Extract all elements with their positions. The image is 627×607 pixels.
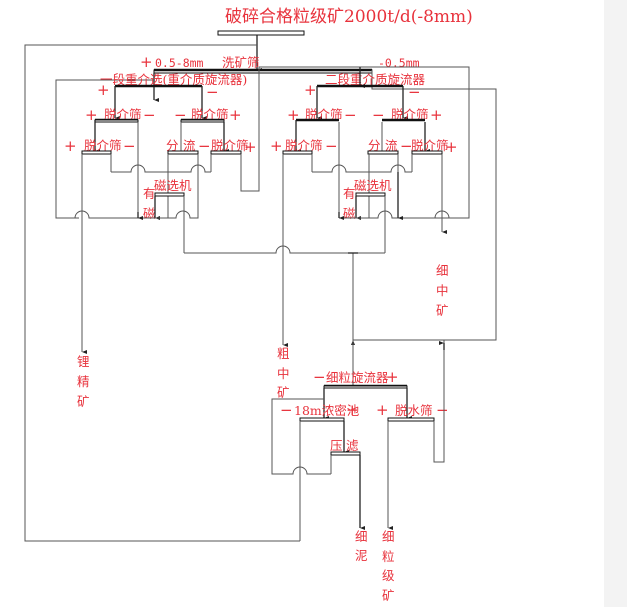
s2-magnetic-side2: 磁: [343, 206, 356, 221]
s1-screen-right-label: 脱介筛: [191, 107, 229, 122]
product-fine-slime: 细 泥: [355, 529, 368, 563]
s1-magnetic-side2: 磁: [143, 206, 156, 221]
dewater-screen-bar: [387, 417, 435, 422]
wash-plus-size: 0.5-8mm: [155, 56, 204, 70]
filter-press-bar: [330, 451, 361, 456]
s1-magnetic-side1: 有: [143, 186, 156, 201]
fines-line: [358, 70, 497, 341]
wash-plus: +: [140, 53, 153, 71]
product-fine-middlings: 细 中 矿: [436, 263, 449, 318]
mag-tailings-line: [184, 245, 385, 254]
wash-screen-label: 洗矿筛: [222, 55, 260, 70]
svg-text:矿: 矿: [77, 394, 90, 409]
s2-sub-left-label: 脱介筛: [285, 138, 323, 153]
stage1-minus: −: [206, 83, 219, 101]
s1-sub-left-minus: −: [123, 137, 136, 155]
svg-text:级: 级: [382, 568, 395, 583]
page-edge: [604, 0, 627, 607]
s2-screen-left-minus: −: [344, 106, 357, 124]
stage1-label: 一段重介选(重介质旋流器): [100, 72, 247, 87]
s2-sub-left-bar: [282, 150, 313, 155]
s1-split-label1: 分: [166, 138, 179, 153]
s1-medium-return: [111, 164, 211, 173]
svg-text:粒: 粒: [382, 549, 395, 564]
fine-cyclone-minus: −: [313, 368, 326, 386]
svg-text:泥: 泥: [355, 548, 368, 563]
filter-press-label1: 压: [330, 438, 343, 453]
s1-split-label2: 流: [183, 138, 196, 153]
svg-text:精: 精: [77, 374, 90, 389]
feed-title: 破碎合格粒级矿2000t/d(-8mm): [225, 7, 473, 27]
thickener-label: 18m浓密池: [294, 403, 360, 418]
s1-screen-right-plus: +: [229, 106, 242, 124]
product-coarse-middlings: 粗 中 矿: [277, 346, 290, 400]
dewater-screen-label: 脱水筛: [395, 403, 433, 418]
s2-split-bar: [367, 150, 399, 155]
s2-screen-right-minus: −: [372, 106, 385, 124]
product-fine-grade-ore: 细 粒 级 矿: [382, 529, 395, 603]
svg-text:锂: 锂: [77, 354, 90, 369]
s2-magnetic-side1: 有: [343, 186, 356, 201]
thickener-bottom: [272, 466, 331, 475]
s1-screen-left-minus: −: [143, 106, 156, 124]
svg-text:矿: 矿: [382, 588, 395, 603]
s1-sub-left-bar: [81, 150, 112, 155]
stage2-label: 二段重介质旋流器: [325, 72, 426, 87]
svg-text:细: 细: [382, 529, 395, 544]
s2-screen-left-plus: +: [287, 106, 300, 124]
svg-text:细: 细: [355, 529, 368, 544]
s2-screen-right-plus: +: [430, 106, 443, 124]
thickener-minus: −: [280, 401, 293, 419]
s2-medium-return: [312, 164, 412, 173]
fine-cyclone-plus: +: [386, 368, 399, 386]
stage2-plus: +: [304, 81, 317, 99]
s2-magnetic-bar: [355, 192, 386, 197]
s2-sub-right-bar: [411, 150, 443, 155]
fine-cyclone-label: 细粒旋流器: [326, 370, 389, 385]
product-lithium-concentrate: 锂 精 矿: [77, 354, 90, 409]
s2-split-label1: 分: [368, 138, 381, 153]
s2-screen-right-label: 脱介筛: [391, 107, 429, 122]
stage1-plus: +: [97, 81, 110, 99]
svg-text:中: 中: [277, 366, 290, 381]
svg-text:粗: 粗: [277, 346, 290, 361]
s1-magnetic-bar: [154, 192, 185, 197]
s2-sub-left-plus: +: [270, 137, 283, 155]
thickener-bar: [299, 417, 345, 422]
s2-sub-left-minus: −: [325, 137, 338, 155]
svg-text:矿: 矿: [436, 303, 449, 318]
s1-split-minus: −: [198, 137, 211, 155]
thickener-plus: +: [346, 401, 359, 419]
s1-sub-left-label: 脱介筛: [84, 138, 122, 153]
stage2-minus: −: [408, 83, 421, 101]
s2-sub-right-label: 脱介筛: [411, 138, 449, 153]
s1-sub-right-label: 脱介筛: [211, 138, 249, 153]
dewater-plus: +: [376, 401, 389, 419]
svg-text:细: 细: [436, 263, 449, 278]
s2-collector: [339, 210, 469, 219]
s1-collector: [56, 172, 199, 219]
filter-press-label2: 滤: [346, 438, 359, 453]
s2-sub-right-plus: +: [445, 138, 458, 156]
s2-magnetic-label: 磁选机: [354, 178, 392, 193]
s1-screen-left-plus: +: [85, 106, 98, 124]
feed-bar: [217, 30, 305, 36]
recycle-loop-outer: [24, 44, 300, 542]
s1-split-bar: [167, 150, 199, 155]
wash-minus-size: -0.5mm: [378, 56, 420, 70]
s2-screen-left-label: 脱介筛: [305, 107, 343, 122]
svg-text:中: 中: [436, 283, 449, 298]
s1-screen-left-label: 脱介筛: [104, 107, 142, 122]
dewater-return: [433, 340, 445, 463]
s1-sub-right-bar: [210, 150, 242, 155]
s1-magnetic-label: 磁选机: [154, 178, 192, 193]
s2-split-minus: −: [400, 137, 413, 155]
s2-split-label2: 流: [385, 138, 398, 153]
s1-sub-left-plus: +: [64, 137, 77, 155]
dewater-minus: −: [436, 401, 449, 419]
svg-text:矿: 矿: [277, 385, 290, 400]
s1-sub-right-plus: +: [244, 138, 257, 156]
